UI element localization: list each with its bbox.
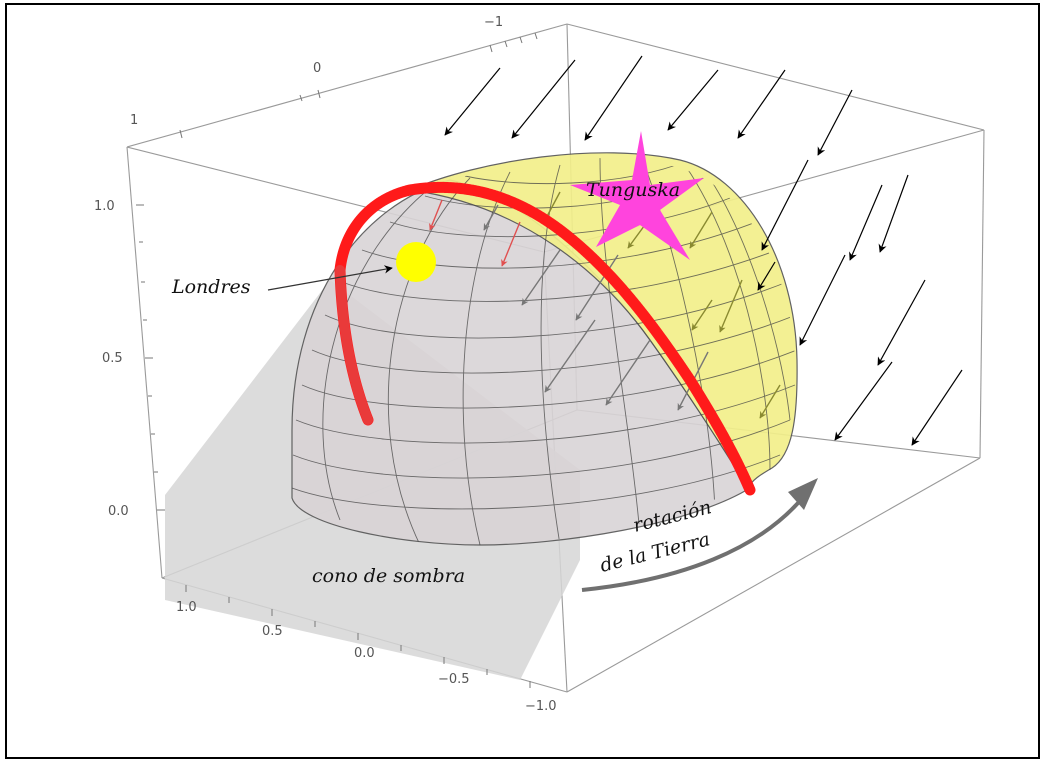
londres-marker (396, 242, 436, 282)
sun-rays (444, 55, 963, 446)
tick-bottom-0.5: 0.5 (262, 624, 283, 639)
londres-pointer (267, 265, 393, 291)
tunguska-star (570, 131, 704, 260)
label-de-la-tierra: de la Tierra (598, 528, 712, 577)
tick-left-0.5: 0.5 (102, 351, 123, 366)
tick-left-0.0: 0.0 (108, 504, 129, 519)
label-cono-de-sombra: cono de sombra (312, 565, 465, 587)
tick-top-0: 0 (313, 61, 321, 76)
tick-top-neg1: −1 (484, 15, 503, 30)
label-tunguska: Tunguska (586, 179, 680, 201)
tick-bottom-0.0: 0.0 (354, 646, 375, 661)
rotation-arrow (581, 493, 807, 592)
terminator-back-segment (335, 265, 373, 425)
label-londres: Londres (171, 276, 251, 298)
left-axis-ticks (136, 204, 165, 511)
rotation-arrow-head (788, 478, 818, 510)
bottom-axis-ticks (185, 585, 531, 688)
tick-bottom-neg1.0: −1.0 (525, 699, 557, 714)
tick-left-1.0: 1.0 (94, 199, 115, 214)
top-axis-ticks (179, 32, 538, 139)
tick-top-1: 1 (130, 113, 138, 128)
tick-bottom-neg0.5: −0.5 (438, 672, 470, 687)
tick-bottom-1.0: 1.0 (176, 600, 197, 615)
surface-arrows (429, 191, 781, 419)
